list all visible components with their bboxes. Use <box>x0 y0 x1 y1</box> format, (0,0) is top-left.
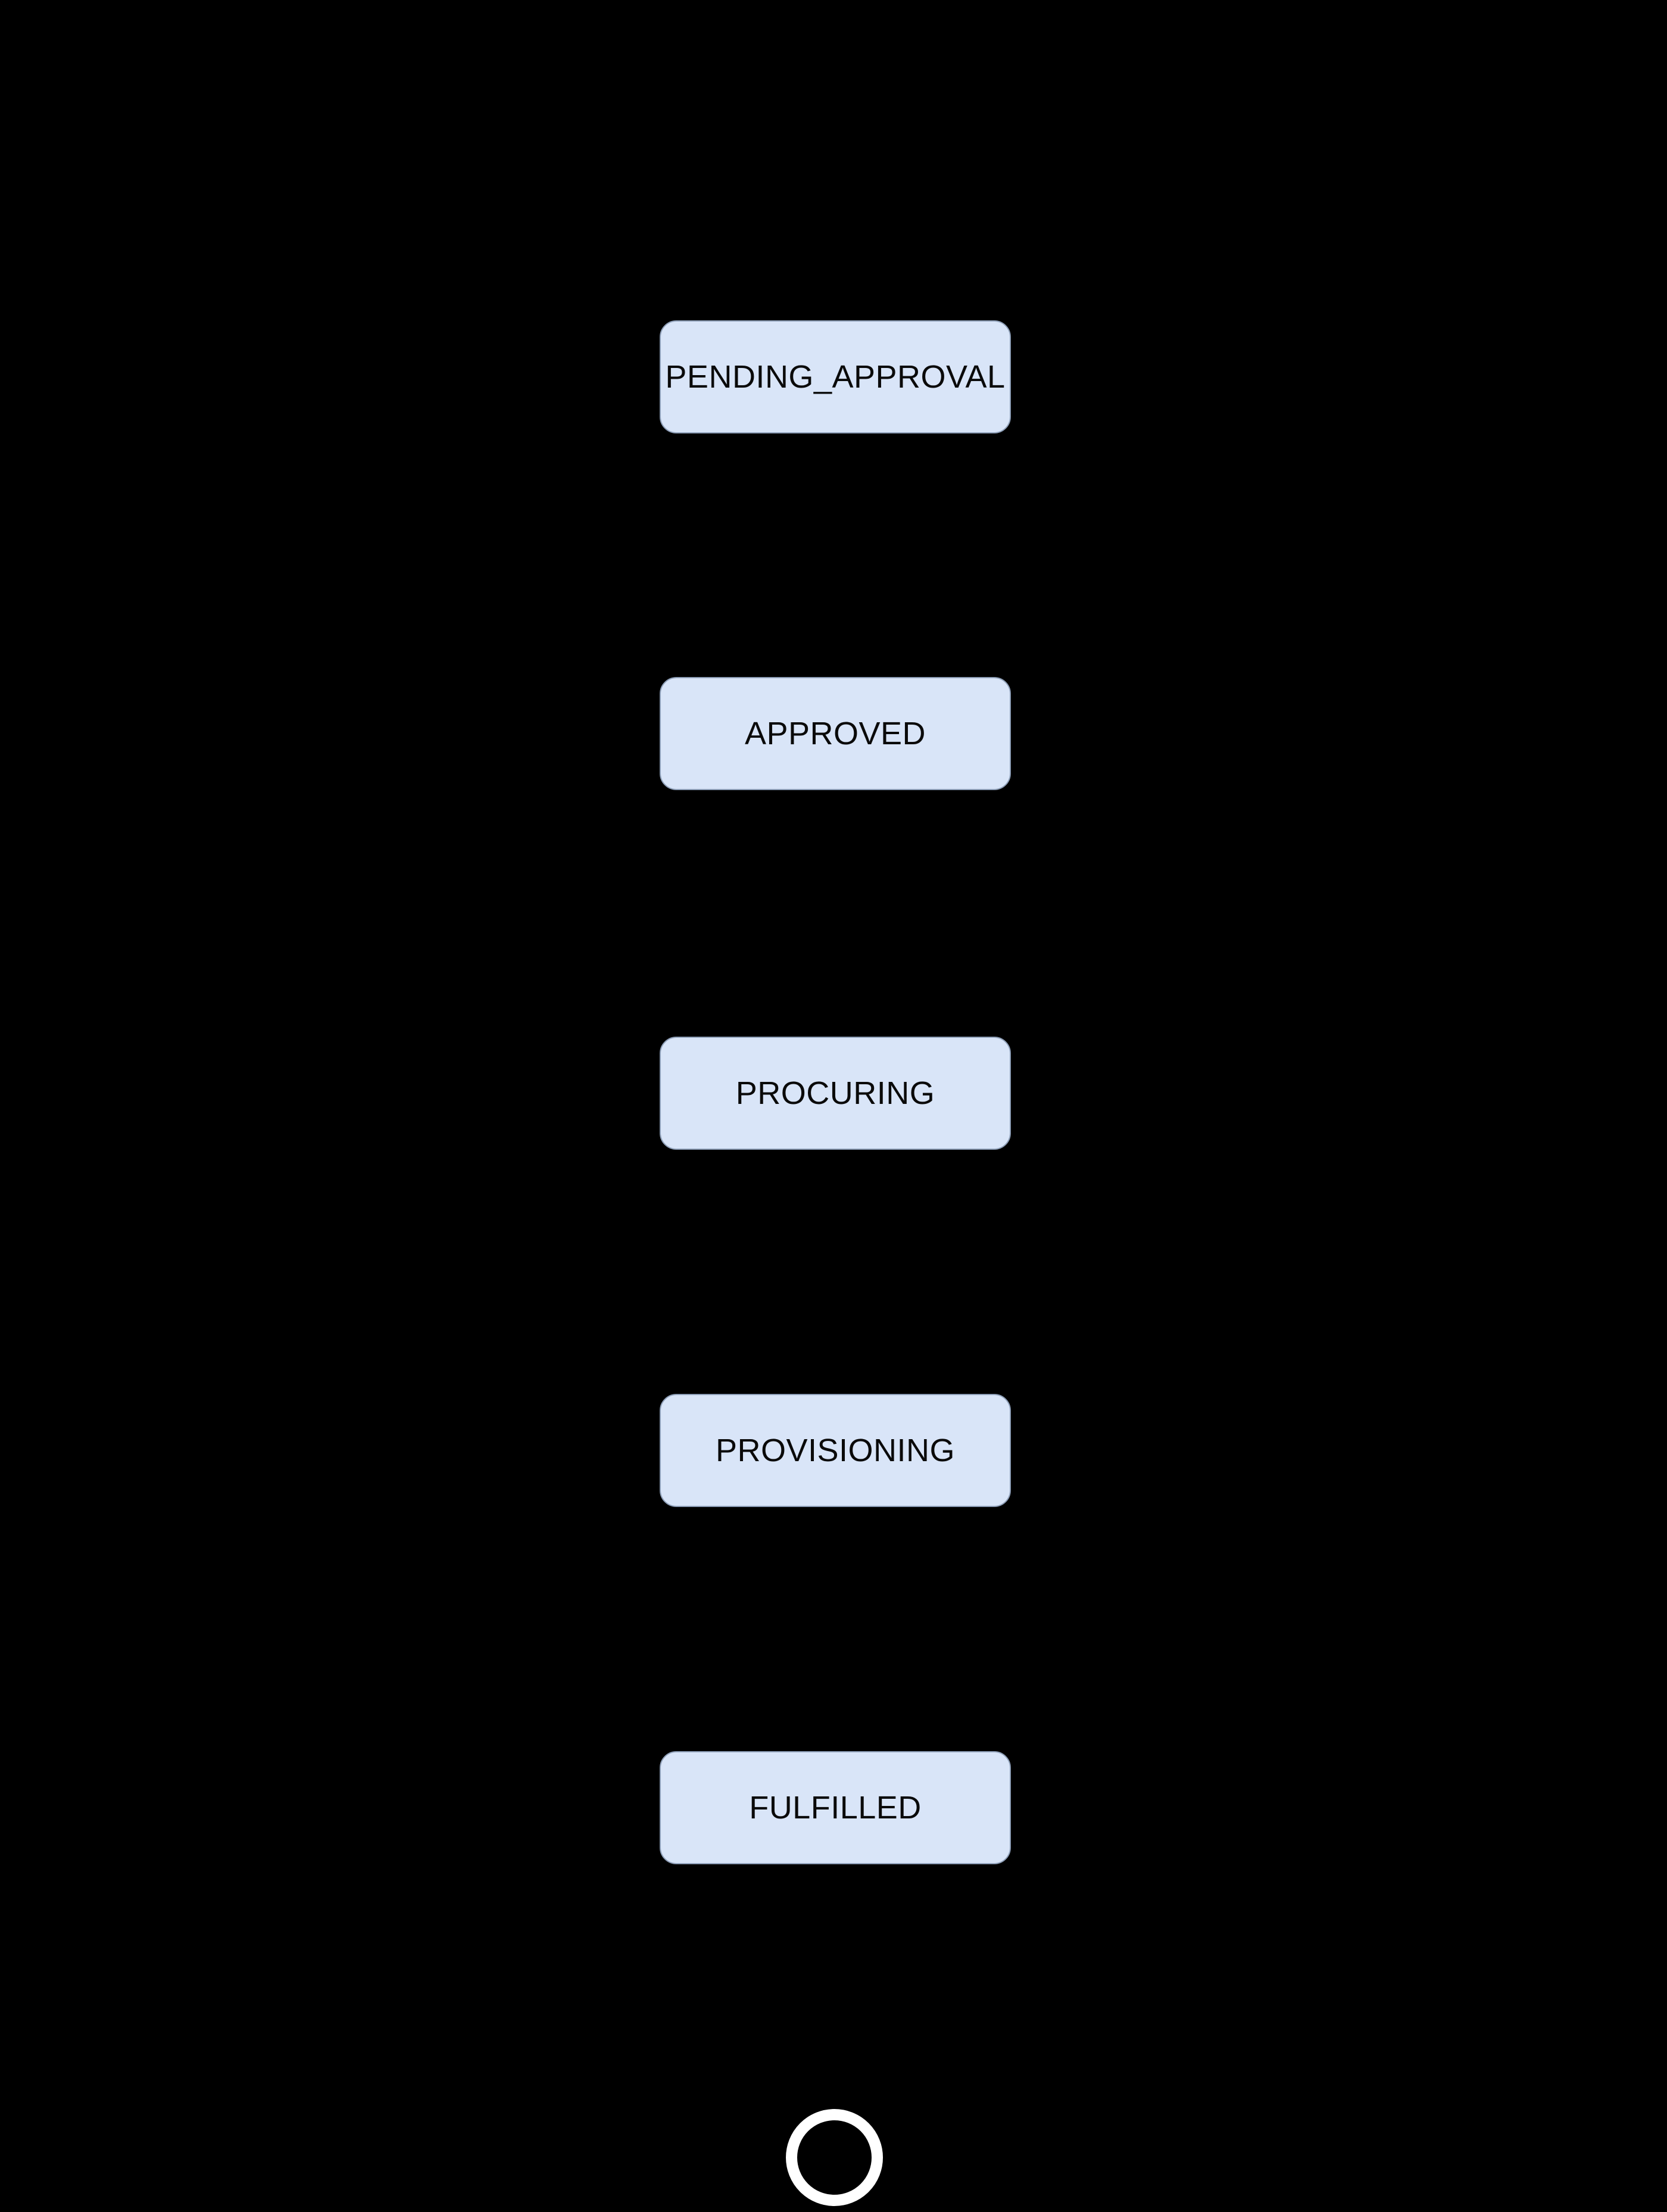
state-label-provisioning: PROVISIONING <box>715 1433 956 1468</box>
state-label-procuring: PROCURING <box>735 1075 935 1111</box>
state-node-pending-approval: PENDING_APPROVAL <box>660 320 1011 433</box>
state-node-provisioning: PROVISIONING <box>660 1394 1011 1507</box>
final-state-circle-icon <box>786 2109 883 2206</box>
state-node-fulfilled: FULFILLED <box>660 1751 1011 1864</box>
state-node-approved: APPROVED <box>660 677 1011 790</box>
state-node-procuring: PROCURING <box>660 1037 1011 1150</box>
state-label-pending-approval: PENDING_APPROVAL <box>665 359 1006 395</box>
state-label-fulfilled: FULFILLED <box>749 1790 922 1826</box>
state-label-approved: APPROVED <box>744 716 926 751</box>
